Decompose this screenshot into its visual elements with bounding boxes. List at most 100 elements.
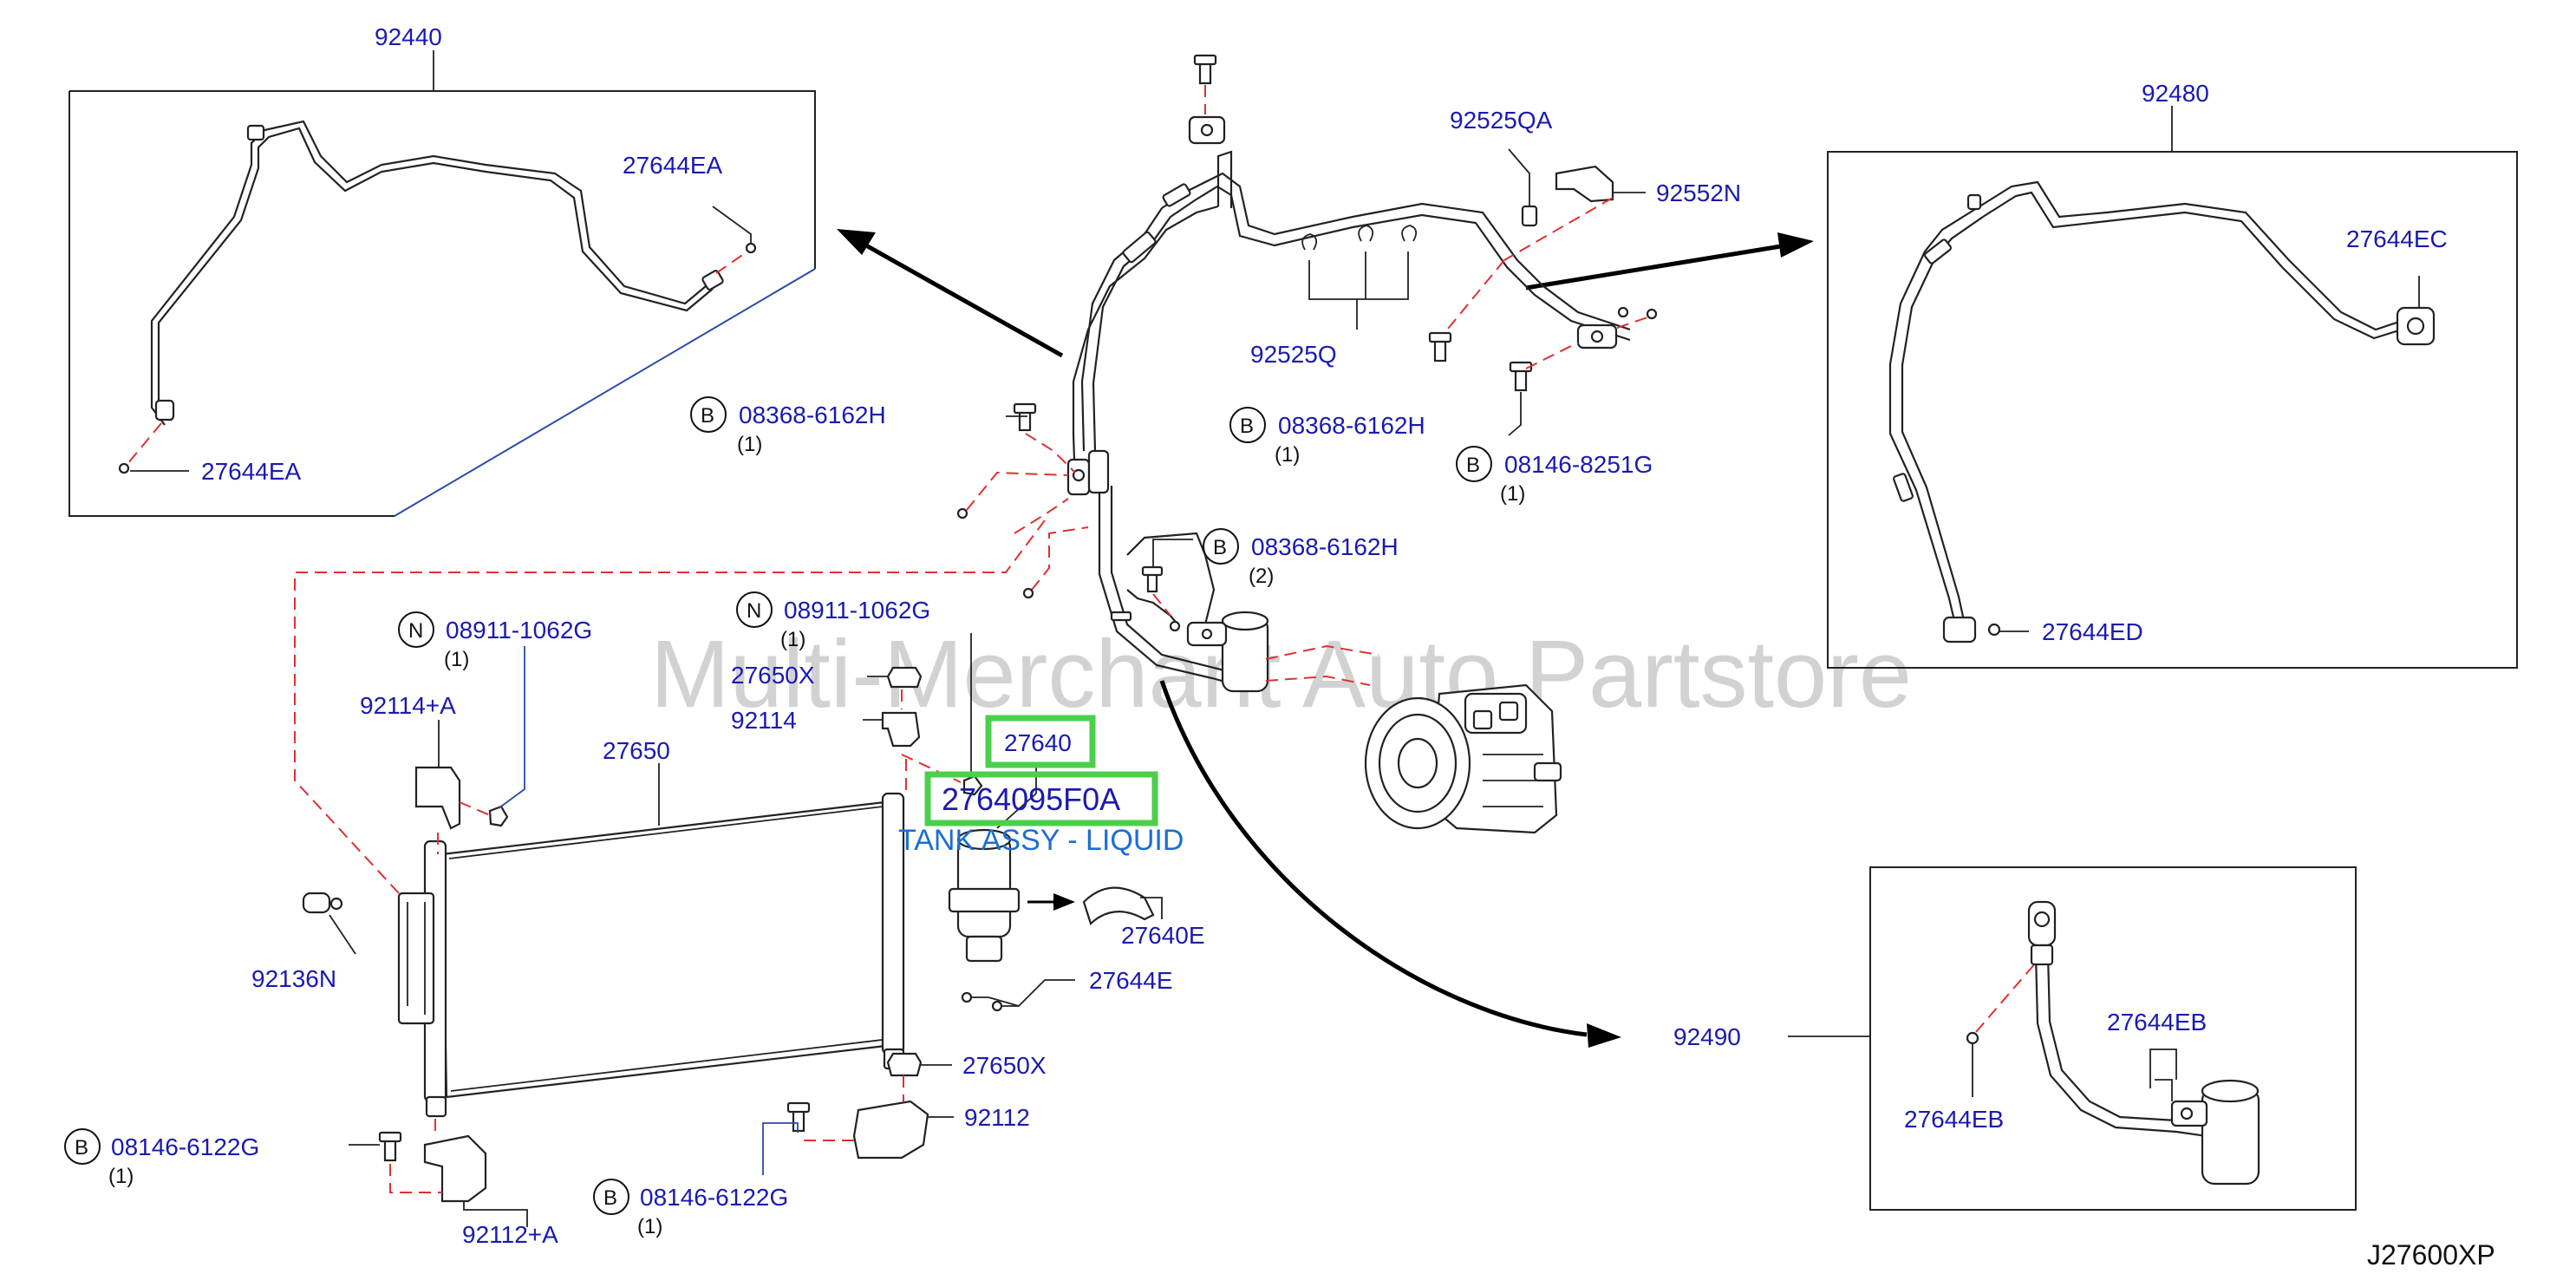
callout-27644eb-right[interactable]: 27644EB <box>2107 1009 2207 1035</box>
svg-text:B: B <box>1466 454 1480 477</box>
o-ring-icon <box>1987 623 2001 637</box>
fastener-08146-6122g-b[interactable]: B 08146-6122G (1) <box>593 1179 788 1238</box>
hose-crimp <box>2030 944 2054 966</box>
part-number-highlight <box>924 771 1158 826</box>
callout-92525qa[interactable]: 92525QA <box>1450 107 1553 134</box>
pipe-end-fitting <box>154 399 175 421</box>
fastener-08146-6122g-a[interactable]: B 08146-6122G (1) <box>64 1128 259 1188</box>
svg-text:08368-6162H: 08368-6162H <box>1278 412 1425 439</box>
fastener-08911-1062g-b[interactable]: N 08911-1062G (1) <box>736 591 930 651</box>
fitting-bolt-hole <box>1590 330 1604 343</box>
tank-base <box>965 935 1003 963</box>
bolt-head <box>1428 331 1452 343</box>
svg-text:08146-6122G: 08146-6122G <box>111 1133 259 1160</box>
callout-92552n[interactable]: 92552N <box>1656 180 1741 206</box>
callout-27644ea-top[interactable]: 27644EA <box>623 152 723 179</box>
arrow-to-detail-92480 <box>1525 232 1814 291</box>
detail-box-92480: 92480 27644EC 27644ED <box>1827 80 2518 669</box>
detail-box-92490: 92490 27644EB 27644EB <box>1673 866 2357 1211</box>
callout-27644ec[interactable]: 27644EC <box>2346 225 2448 252</box>
tank-top <box>956 828 1012 851</box>
callout-92525q[interactable]: 92525Q <box>1250 341 1337 368</box>
bracket-icon <box>852 1100 929 1160</box>
tank-band <box>948 887 1021 913</box>
bolt-head <box>786 1101 811 1114</box>
svg-text:B: B <box>603 1186 617 1210</box>
drawing-code: J27600XP <box>2367 1239 2495 1271</box>
callout-92112[interactable]: 92112 <box>964 1104 1030 1131</box>
highlighted-part-number[interactable]: 2764095F0A <box>924 771 1158 826</box>
o-ring-icon <box>1966 1031 1979 1045</box>
compressor-icon <box>1364 683 1562 834</box>
svg-text:08146-6122G: 08146-6122G <box>640 1184 788 1211</box>
svg-text:(1): (1) <box>737 433 762 456</box>
hose-crimp <box>1122 231 1157 264</box>
bracket-icon <box>423 1134 487 1203</box>
rubber-mount-icon <box>302 892 331 914</box>
fastener-08368-6162h-a[interactable]: B 08368-6162H (1) <box>690 396 886 456</box>
callout-27650[interactable]: 27650 <box>603 737 670 764</box>
callout-92480[interactable]: 92480 <box>2142 80 2209 107</box>
callout-92136n[interactable]: 92136N <box>251 965 336 992</box>
svg-text:(2): (2) <box>1249 565 1274 588</box>
pipe-clip-icon <box>1521 205 1538 227</box>
fastener-08911-1062g-a[interactable]: N 08911-1062G (1) <box>398 611 592 671</box>
pipe-end-fitting <box>246 124 265 141</box>
svg-text:(1): (1) <box>444 648 469 671</box>
hose-crimp <box>1923 238 1953 265</box>
callout-27650x-bottom[interactable]: 27650X <box>962 1052 1047 1079</box>
arrow-to-detail-92490 <box>1159 680 1621 1048</box>
fastener-08146-8251g[interactable]: B 08146-8251G (1) <box>1456 446 1653 506</box>
callout-92114a[interactable]: 92114+A <box>360 692 456 719</box>
hose-crimp <box>1162 183 1191 207</box>
callout-92440[interactable]: 92440 <box>375 23 442 50</box>
block-fitting <box>1942 616 1977 644</box>
callout-92490[interactable]: 92490 <box>1673 1023 1741 1050</box>
callout-27644ea-bottom[interactable]: 27644EA <box>201 458 302 485</box>
svg-text:08911-1062G: 08911-1062G <box>446 617 592 644</box>
svg-text:(1): (1) <box>1500 482 1525 506</box>
nut-icon <box>488 805 509 827</box>
bolt-head <box>1141 565 1164 577</box>
pipe-clip-icon <box>1358 225 1374 242</box>
main-pipe-assembly: 92525Q 92525QA 92552N <box>294 54 1741 894</box>
svg-text:B: B <box>75 1136 88 1160</box>
svg-text:N: N <box>747 599 761 623</box>
fastener-08368-6162h-b[interactable]: B 08368-6162H (1) <box>1229 407 1425 467</box>
pipe-end-fitting <box>701 270 724 291</box>
highlight-part-number[interactable]: 2764095F0A <box>942 781 1120 817</box>
rubber-mount-icon <box>886 666 923 689</box>
rubber-mount-tip <box>329 897 343 911</box>
o-ring-icon <box>1201 628 1213 640</box>
arrow-to-detail-92440 <box>837 229 1064 358</box>
bracket-icon <box>881 711 921 748</box>
callout-27644ed[interactable]: 27644ED <box>2042 618 2143 645</box>
svg-text:08146-8251G: 08146-8251G <box>1504 451 1653 478</box>
highlighted-part-27640[interactable]: 27640 <box>985 715 1096 768</box>
bracket-icon <box>1555 165 1614 203</box>
tank-top <box>2201 1079 2260 1103</box>
callout-27640e[interactable]: 27640E <box>1121 922 1205 949</box>
callout-27644e[interactable]: 27644E <box>1089 967 1173 994</box>
callout-92114[interactable]: 92114 <box>731 707 797 734</box>
pipe-clip-icon <box>1401 225 1418 242</box>
svg-text:B: B <box>701 404 714 428</box>
bolt-head <box>1013 402 1037 415</box>
callout-27650x-top[interactable]: 27650X <box>731 662 815 689</box>
detail-box-92440: 92440 27644EA 27644EA <box>68 23 816 517</box>
tank-clamp-icon <box>1082 886 1155 925</box>
callout-27640-highlight <box>985 715 1096 768</box>
o-ring-icon <box>961 991 973 1003</box>
watermark-text: Multi-Merchant Auto Partstore <box>650 621 1912 728</box>
svg-text:N: N <box>408 619 423 643</box>
callout-27640[interactable]: 27640 <box>1004 729 1072 756</box>
o-ring-icon <box>118 462 130 474</box>
block-fitting <box>1087 449 1110 494</box>
callout-92112a[interactable]: 92112+A <box>462 1221 558 1248</box>
callout-27644eb-left[interactable]: 27644EB <box>1904 1106 2004 1133</box>
svg-text:(1): (1) <box>1275 443 1300 467</box>
o-ring-icon <box>745 242 757 254</box>
fastener-08368-6162h-c[interactable]: B 08368-6162H (2) <box>1203 528 1399 588</box>
svg-text:B: B <box>1213 536 1227 559</box>
svg-text:08368-6162H: 08368-6162H <box>1251 533 1399 560</box>
